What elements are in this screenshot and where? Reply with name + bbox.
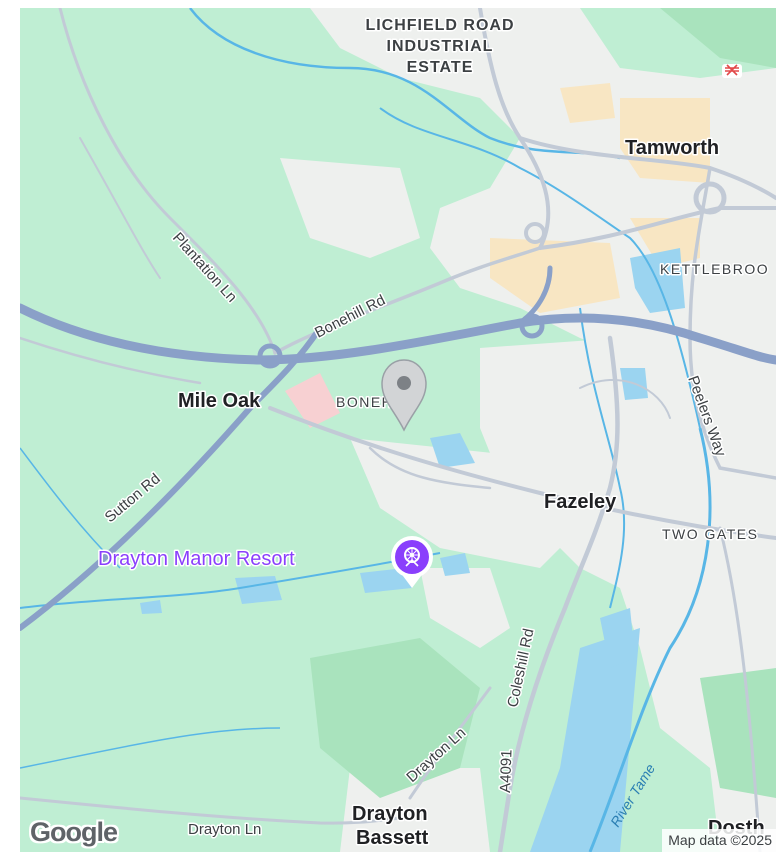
label-a4091: A4091 — [497, 749, 516, 793]
label-lichfield-road-1: LICHFIELD ROAD — [365, 17, 514, 34]
map-canvas[interactable]: LICHFIELD ROAD INDUSTRIAL ESTATE Tamwort… — [20, 8, 776, 852]
google-logo: Google — [30, 817, 118, 847]
label-bonehill-rd: Bonehill Rd — [312, 292, 388, 342]
commercial-areas — [285, 83, 710, 428]
label-kettlebrook: KETTLEBROO — [660, 261, 769, 277]
poi-label[interactable]: Drayton Manor Resort — [97, 547, 297, 572]
label-fazeley: Fazeley — [544, 491, 617, 513]
label-drayton-ln-bottom: Drayton Ln — [188, 821, 261, 838]
label-bassett: Bassett — [356, 827, 429, 849]
label-mile-oak: Mile Oak — [178, 390, 261, 412]
rivers — [20, 8, 712, 852]
map-view[interactable]: LICHFIELD ROAD INDUSTRIAL ESTATE Tamwort… — [20, 8, 776, 852]
label-lichfield-road-3: ESTATE — [407, 59, 474, 76]
amusement-park-icon[interactable] — [391, 536, 433, 588]
poi-drayton-manor[interactable]: Drayton Manor Resort — [97, 536, 433, 588]
map-attribution[interactable]: Map data ©2025 — [662, 829, 776, 852]
label-plantation-ln: Plantation Ln — [169, 229, 240, 305]
label-sutton-rd: Sutton Rd — [102, 470, 164, 526]
roundabouts — [257, 181, 727, 369]
rail-station-icon[interactable] — [722, 64, 742, 78]
label-tamworth: Tamworth — [625, 137, 719, 159]
label-lichfield-road-2: INDUSTRIAL — [387, 38, 494, 55]
label-drayton: Drayton — [352, 803, 428, 825]
map-pin-icon[interactable] — [381, 359, 427, 432]
label-two-gates: TWO GATES — [662, 526, 758, 542]
